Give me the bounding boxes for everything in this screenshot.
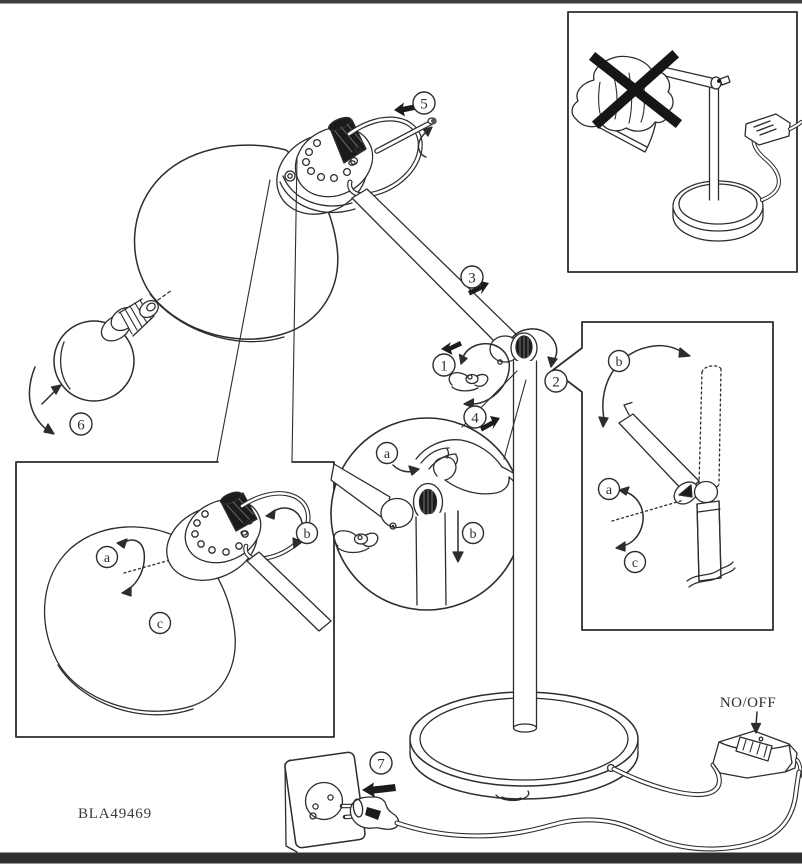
inset-pole [415, 512, 447, 606]
plug-cord [394, 769, 802, 852]
lamp-pole [512, 360, 538, 733]
direction-arrow [468, 280, 489, 296]
svg-text:a: a [384, 447, 391, 462]
page-top-bar [0, 0, 802, 4]
direction-arrow [480, 416, 500, 432]
prohibition-x-icon [588, 49, 683, 130]
svg-text:4: 4 [471, 411, 479, 427]
callout-letter-a: a [95, 545, 119, 569]
pole-break-squiggle [686, 561, 734, 582]
direction-arrow [441, 341, 462, 355]
svg-text:7: 7 [377, 757, 385, 773]
svg-text:2: 2 [552, 375, 560, 391]
callout-letter-c: c [148, 611, 172, 635]
step-5-callout: 5 [394, 91, 436, 158]
step-badge-3: 3 [460, 265, 484, 289]
svg-text:3: 3 [468, 271, 476, 287]
inset-box-no-cloth-warning [567, 11, 802, 273]
step-6-callout: 6 [28, 366, 93, 436]
wing-nut [333, 530, 379, 554]
head-housing-rim [279, 175, 356, 213]
step-7-callout: 7 [362, 751, 396, 798]
inset-lamp-arm [246, 551, 332, 632]
plug-direction-arrow [362, 782, 396, 798]
step-2-callout: 2 [511, 328, 568, 393]
wall-outlet [284, 751, 366, 853]
elbow-joint [489, 332, 538, 365]
step-badge-6: 6 [69, 412, 93, 436]
inline-switch [712, 730, 802, 779]
svg-text:5: 5 [420, 97, 428, 113]
step-badge-2: 2 [544, 369, 568, 393]
inset-lamp-head [166, 491, 311, 581]
lamp-head [276, 116, 437, 215]
rotation-axis-dotted [123, 556, 182, 574]
callout-letter-b: b [295, 521, 319, 545]
rotation-arrow-b [265, 507, 304, 549]
part-number: BLA49469 [78, 806, 152, 822]
inset-box-head-rotation: a b c [15, 461, 335, 738]
callout-letter-b: b [607, 349, 631, 373]
rotation-axis-dotted [611, 499, 685, 522]
step-badge-4: 4 [463, 405, 487, 429]
callout-letter-a: a [375, 441, 399, 465]
svg-text:b: b [304, 527, 311, 542]
light-bulb [53, 289, 173, 402]
lamp-arm [351, 188, 520, 352]
inset-box-joint-rotation: b a c [552, 321, 774, 631]
hand [415, 439, 522, 495]
svg-text:1: 1 [440, 359, 448, 375]
adjust-arrow-a [392, 464, 420, 476]
main-lamp: NO/OFF [133, 116, 802, 802]
step-badge-1: 1 [432, 353, 456, 377]
adjust-arrow-b [452, 510, 464, 563]
switch-label: NO/OFF [720, 695, 776, 711]
power-plug [339, 769, 802, 852]
step-badge-5: 5 [412, 91, 436, 115]
rotation-arrow-b [598, 344, 691, 428]
svg-text:a: a [104, 551, 111, 566]
direction-arrow [394, 102, 417, 117]
svg-text:b: b [616, 355, 623, 370]
rotate-arrow [28, 366, 48, 431]
shade-pivot [284, 170, 296, 182]
svg-text:c: c [632, 556, 638, 571]
joint-ball [693, 480, 719, 504]
callout-letter-c: c [623, 550, 647, 574]
page-bottom-bar [0, 852, 802, 864]
rotation-arrow-a [116, 538, 146, 597]
switch-callout: NO/OFF [720, 695, 776, 734]
callout-letter-b: b [461, 521, 485, 545]
power-cord [611, 762, 722, 797]
svg-text:c: c [157, 617, 163, 632]
callout-letter-a: a [597, 477, 621, 501]
rotate-arrow [511, 328, 558, 361]
step-badge-7: 7 [369, 751, 393, 775]
step-1-4-callout: 1 4 [432, 341, 511, 432]
svg-text:b: b [470, 527, 477, 542]
rotate-arrow [462, 342, 511, 405]
inset-arm [618, 413, 700, 495]
warning-lamp [586, 65, 802, 242]
inset-pole [696, 500, 722, 582]
inset-circle-hand-adjust: a b [330, 417, 524, 611]
wing-nut [448, 372, 489, 392]
svg-text:a: a [606, 483, 613, 498]
step-3-callout: 3 [460, 265, 489, 296]
svg-text:6: 6 [77, 418, 85, 434]
rotation-arrow-a [615, 486, 644, 552]
